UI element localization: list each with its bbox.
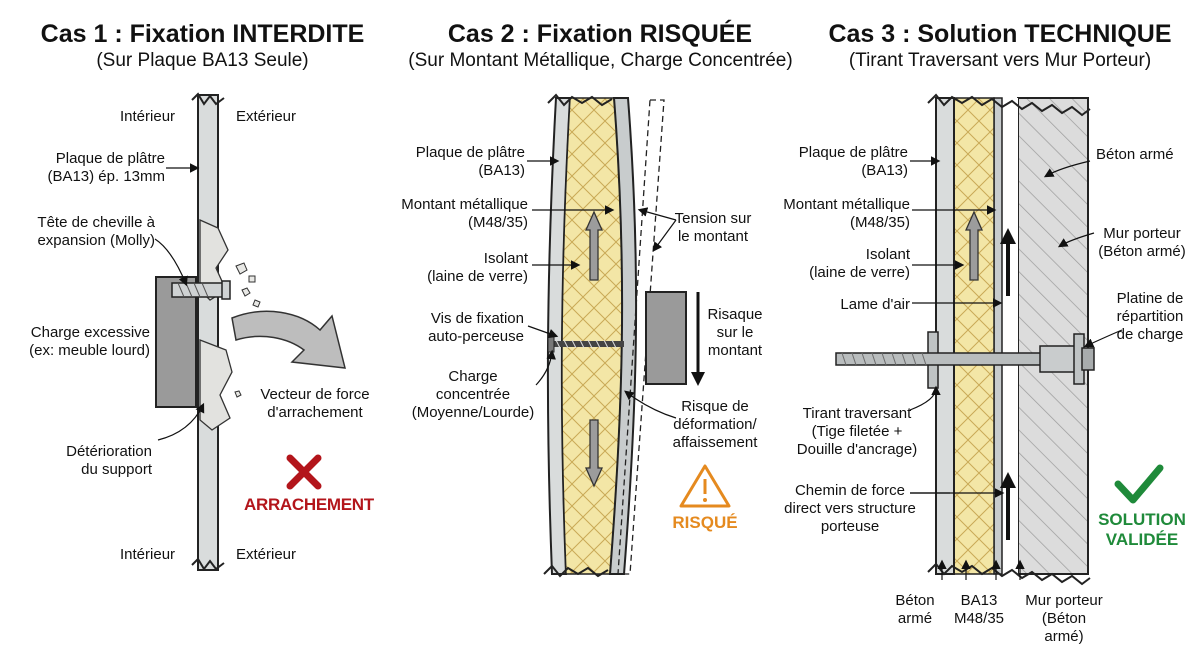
panel1-load-box: [155, 276, 197, 408]
panel3-artwork: [835, 93, 1164, 586]
panel2-isolant-label: Isolant(laine de verre): [427, 250, 528, 285]
panel3-tirant-label: Tirant traversant(Tige filetée +Douille …: [796, 405, 918, 458]
panel1-interior-bottom: Intérieur: [120, 546, 176, 563]
panel2-plaque-label: Plaque de plâtre(BA13): [415, 144, 525, 179]
panel1-plaster-plate: [197, 94, 219, 571]
panel1-exterior-bottom: Extérieur: [236, 546, 297, 563]
panel3-beton-label: Béton armé: [1096, 146, 1174, 163]
panel3-lame-label: Lame d'air: [840, 296, 910, 313]
panel2-load-box: [645, 291, 687, 385]
panel2-force-arrows: [584, 210, 604, 488]
panel3-mur-label: Mur porteur(Béton armé): [1098, 225, 1186, 260]
panel1-molly-anchor: [171, 282, 225, 298]
panel1-title: Cas 1 : Fixation INTERDITE: [40, 20, 365, 48]
panel1-plaque-label: Plaque de plâtre(BA13) ép. 13mm: [47, 150, 165, 185]
panel3-air-gap: [998, 98, 1018, 574]
panel1-force-arrow: [231, 310, 346, 369]
panel3-steel-stud: [993, 97, 1003, 575]
panel2-insulation: [561, 97, 623, 575]
panel1-exterior-top: Extérieur: [236, 108, 297, 125]
panel1-damage-bottom: [199, 339, 233, 431]
panel1-status: ARRACHEMENT: [244, 495, 374, 514]
panel3-montant-label: Montant métallique(M48/35): [783, 196, 910, 231]
panel2-title: Cas 2 : Fixation RISQUÉE: [447, 20, 753, 48]
panel3-insulation: [953, 97, 995, 575]
panel2-montant-label: Montant métallique(M48/35): [401, 196, 528, 231]
panel3-anchor-sleeve: [1039, 345, 1077, 373]
panel1-cross-icon: [286, 454, 322, 490]
panel1-subtitle: (Sur Plaque BA13 Seule): [96, 50, 309, 71]
panel2-artwork: [527, 93, 731, 578]
panel1-artwork: [154, 92, 346, 571]
panel3-subtitle: (Tirant Traversant vers Mur Porteur): [848, 50, 1152, 71]
panel1-interior-top: Intérieur: [120, 108, 176, 125]
panel2-status: RISQUÉ: [672, 513, 738, 532]
panel1-charge-label: Charge excessive(ex: meuble lourd): [29, 324, 150, 359]
panel3-title: Cas 3 : Solution TECHNIQUE: [828, 20, 1172, 48]
panel3-checkmark-icon: [1114, 464, 1164, 504]
panel3-isolant-label: Isolant(laine de verre): [809, 246, 910, 281]
panel3-plaque-label: Plaque de plâtre(BA13): [798, 144, 908, 179]
panel2-warning-triangle-icon: [679, 464, 731, 508]
panel2-subtitle: (Sur Montant Métallique, Charge Concentr…: [408, 50, 793, 71]
